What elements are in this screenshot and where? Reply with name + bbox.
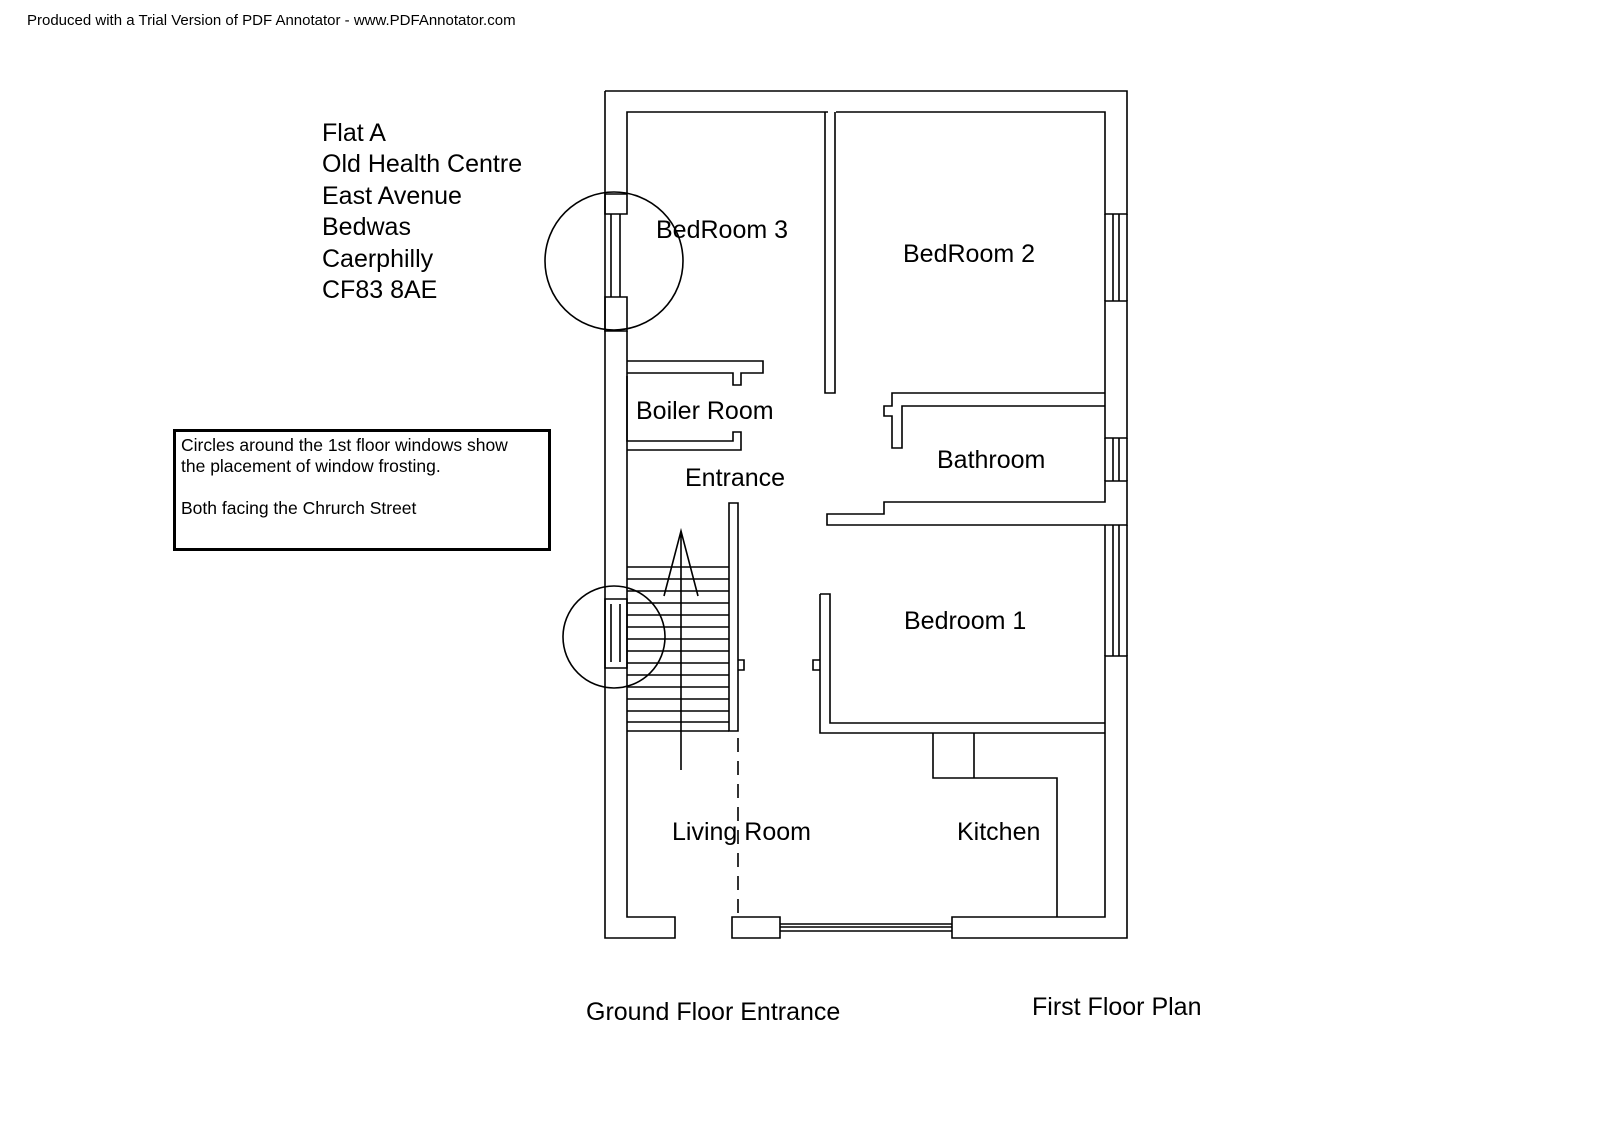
outer-wall-bottom-left: [731, 916, 781, 939]
room-label-entrance: Entrance: [685, 464, 786, 492]
boiler-room-walls: [626, 360, 764, 451]
window-living-room: [780, 923, 952, 932]
room-label-boiler-room: Boiler Room: [636, 397, 774, 425]
window-bedroom3: [604, 193, 628, 332]
outer-wall-right: [1104, 300, 1128, 439]
room-label-bedroom1: Bedroom 1: [904, 607, 1027, 635]
room-label-kitchen: Kitchen: [957, 818, 1041, 846]
note-line: Circles around the 1st floor windows sho…: [181, 435, 508, 455]
watermark-text: Produced with a Trial Version of PDF Ann…: [27, 12, 516, 29]
caption-first-floor: First Floor Plan: [1032, 993, 1202, 1021]
room-label-bedroom2: BedRoom 2: [903, 240, 1036, 268]
outer-wall-right-lower: [826, 480, 1128, 526]
stair-wall: [728, 502, 739, 732]
window-stairs: [604, 598, 628, 669]
address-line: Old Health Centre: [322, 150, 523, 179]
kitchen-units: [932, 733, 1058, 917]
stair-arrow: [663, 527, 699, 770]
caption-ground-floor: Ground Floor Entrance: [586, 998, 841, 1026]
frosting-circle-stairs: [562, 585, 666, 689]
frosting-note-box: Circles around the 1st floor windows sho…: [173, 429, 551, 551]
note-line: Both facing the Chrurch Street: [181, 498, 417, 518]
outer-wall-right-bottom: [951, 655, 1128, 939]
room-label-bedroom3: BedRoom 3: [656, 216, 789, 244]
wall-bedroom3-bedroom2: [824, 112, 836, 394]
address-line: Flat A: [322, 119, 386, 147]
stair-treads: [627, 566, 729, 732]
address-line: Bedwas: [322, 213, 411, 242]
bathroom-wall-top: [883, 392, 1105, 449]
frosting-circle-bedroom3: [544, 191, 684, 331]
window-bathroom: [1104, 438, 1128, 481]
address-line: Caerphilly: [322, 244, 434, 273]
room-label-living-room: Living Room: [672, 818, 811, 846]
window-bedroom2: [1104, 214, 1128, 301]
window-bedroom1: [1104, 525, 1128, 656]
outer-wall-left: [604, 90, 1128, 939]
address-line: East Avenue: [322, 181, 462, 210]
bedroom1-wall: [819, 593, 1105, 734]
address-line: CF83 8AE: [322, 276, 438, 305]
stair-newel: [738, 659, 745, 671]
address-block: Flat A Old Health Centre East Avenue Bed…: [322, 118, 522, 306]
room-label-bathroom: Bathroom: [937, 446, 1046, 474]
bedroom1-door-stop: [812, 659, 820, 671]
note-line: the placement of window frosting.: [181, 456, 441, 476]
